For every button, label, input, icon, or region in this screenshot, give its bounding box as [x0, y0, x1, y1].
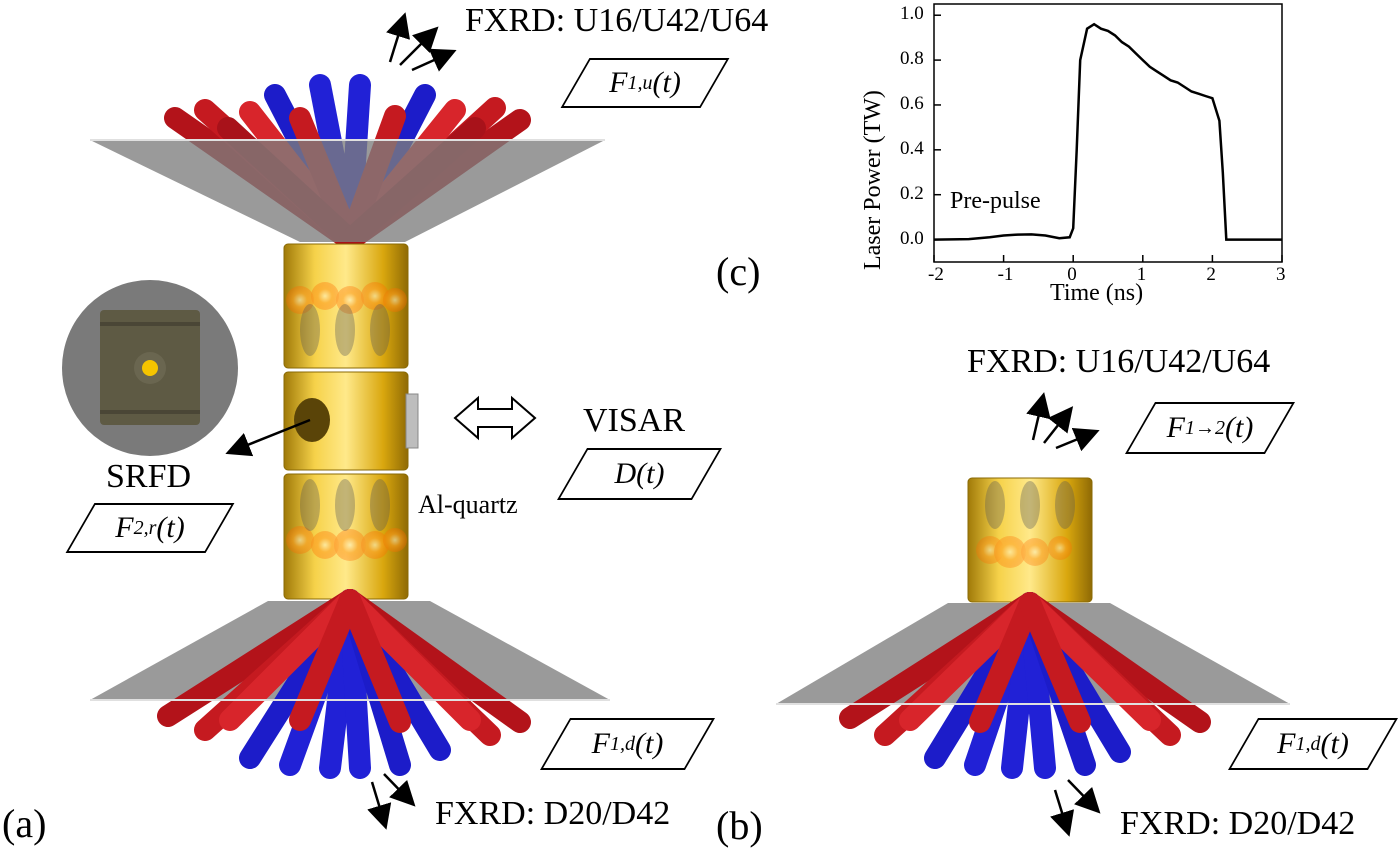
y-tick-label: 0.2 [900, 182, 924, 204]
srfd-label: SRFD [106, 458, 192, 495]
srfd-inset [62, 280, 238, 456]
lower-beam-fan [90, 589, 610, 779]
panel-b-target [776, 477, 1290, 779]
panel-label-c: (c) [716, 249, 761, 294]
panel-label-b: (b) [716, 803, 763, 848]
al-quartz-label: Al-quartz [418, 490, 518, 519]
x-tick-label: -1 [997, 264, 1014, 285]
y-tick-label: 0.0 [900, 227, 924, 249]
fxrd-lower-label-b: FXRD: D20/D42 [1120, 805, 1356, 842]
y-tick-label: 0.6 [900, 92, 924, 114]
al-quartz-sample [405, 393, 419, 449]
fxrd-upper-arrows-a [386, 12, 457, 72]
upper-beam-fan [90, 74, 605, 251]
flux-dt-tail: (t) [636, 457, 665, 490]
srfd-arrow [225, 418, 311, 457]
flux-f1d-b-sub: 1,d [1295, 732, 1321, 755]
flux-f12-tail: (t) [1225, 411, 1254, 444]
flux-f1d-a-main: F [591, 727, 610, 760]
flux-f12-sub: 1→2 [1185, 416, 1225, 439]
laser-power-series [933, 22, 1282, 241]
chart-annotation: Pre-pulse [950, 188, 1041, 214]
flux-f1d-b-main: F [1277, 727, 1296, 760]
upper-plate [90, 140, 605, 242]
y-tick-label: 0.8 [900, 48, 924, 70]
flux-f1u-sub: 1,u [627, 71, 653, 94]
flux-f2r-tail: (t) [156, 511, 185, 544]
flux-f1d-a-tail: (t) [635, 727, 664, 760]
laser-power-chart [933, 3, 1283, 263]
fxrd-lower-label-a: FXRD: D20/D42 [435, 795, 671, 832]
x-tick-label: 2 [1206, 264, 1216, 285]
x-tick-label: 0 [1067, 264, 1077, 285]
fxrd-lower-arrows-b [1050, 779, 1101, 837]
panel-label-a: (a) [2, 801, 47, 846]
visar-double-arrow [453, 395, 537, 441]
flux-box-dt: D(t) [556, 448, 723, 500]
x-tick-label: -2 [928, 264, 944, 285]
flux-f1d-b-tail: (t) [1320, 727, 1349, 760]
chart-xlabel: Time (ns) [1050, 280, 1144, 306]
flux-dt-main: D [614, 457, 637, 490]
diagnostic-hole [294, 398, 330, 442]
y-tick-label: 1.0 [900, 3, 924, 25]
fxrd-upper-label-b: FXRD: U16/U42/U64 [967, 343, 1271, 380]
hohlraum [283, 243, 419, 600]
fxrd-lower-arrows-a [367, 773, 416, 830]
fxrd-upper-arrows-b [1026, 392, 1100, 452]
flux-f2r-main: F [115, 511, 134, 544]
chart-ylabel: Laser Power (TW) [860, 90, 886, 270]
visar-label: VISAR [583, 402, 686, 439]
fxrd-upper-label-a: FXRD: U16/U42/U64 [465, 2, 769, 39]
flux-f1u-tail: (t) [652, 66, 681, 99]
x-tick-label: 1 [1136, 264, 1147, 285]
x-tick-label: 3 [1276, 264, 1286, 285]
y-tick-label: 0.4 [900, 137, 924, 159]
flux-f1u-main: F [609, 66, 628, 99]
flux-f1d-a-sub: 1,d [610, 732, 635, 755]
chart-frame [933, 3, 1283, 263]
flux-f2r-sub: 2,r [133, 516, 157, 539]
flux-f12-main: F [1166, 411, 1185, 444]
